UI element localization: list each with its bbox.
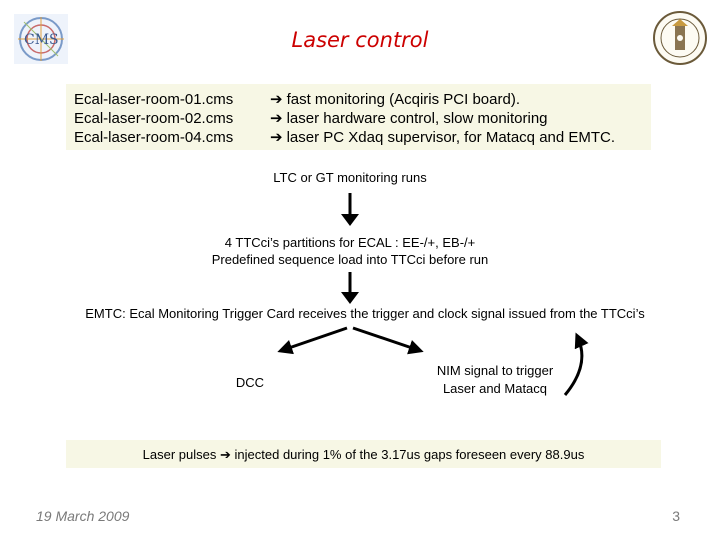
feedback-curved-arrow (563, 332, 589, 396)
emtc-desc: Ecal Monitoring Trigger Card receives th… (125, 306, 645, 321)
host-row: Ecal-laser-room-01.cms ➔fast monitoring (… (74, 90, 520, 108)
pulse-prefix: Laser pulses (142, 447, 217, 462)
ttc-partitions-label: 4 TTCci’s partitions for ECAL : EE-/+, E… (224, 235, 476, 250)
nim-label-line1: NIM signal to trigger (436, 363, 554, 378)
footer-date: 19 March 2009 (36, 508, 130, 524)
host-desc: laser hardware control, slow monitoring (286, 110, 548, 127)
host-row: Ecal-laser-room-04.cms ➔laser PC Xdaq sup… (74, 128, 615, 146)
page-number: 3 (672, 508, 680, 524)
right-arrow-icon: ➔ (270, 129, 283, 146)
host-desc: fast monitoring (Acqiris PCI board). (286, 91, 520, 108)
down-arrow-icon (341, 272, 359, 304)
host-row: Ecal-laser-room-02.cms ➔laser hardware co… (74, 109, 548, 127)
nim-label-line2: Laser and Matacq (442, 381, 548, 396)
right-arrow-icon: ➔ (270, 110, 283, 127)
host-desc: laser PC Xdaq supervisor, for Matacq and… (286, 129, 616, 146)
hosts-box (66, 84, 651, 150)
right-arrow-icon: ➔ (270, 91, 283, 108)
down-arrow-icon (341, 193, 359, 226)
pulse-text: Laser pulses ➔ injected during 1% of the… (66, 447, 661, 463)
emtc-bold: EMTC: (85, 306, 126, 321)
dcc-label: DCC (235, 375, 265, 390)
slide-title: Laser control (291, 28, 429, 52)
host-name: Ecal-laser-room-04.cms (74, 129, 234, 146)
cms-logo: CMS (14, 14, 68, 64)
emtc-label: EMTC: Ecal Monitoring Trigger Card recei… (10, 306, 720, 321)
ltc-label: LTC or GT monitoring runs (273, 170, 427, 185)
university-seal (653, 11, 707, 65)
host-name: Ecal-laser-room-01.cms (74, 91, 234, 108)
split-arrow-left (277, 326, 348, 355)
host-name: Ecal-laser-room-02.cms (74, 110, 234, 127)
ttc-sequence-label: Predefined sequence load into TTCci befo… (211, 252, 489, 267)
svg-text:CMS: CMS (24, 32, 59, 48)
pulse-box (66, 440, 661, 468)
right-arrow-icon: ➔ (220, 447, 231, 462)
pulse-desc: injected during 1% of the 3.17us gaps fo… (234, 447, 585, 462)
split-arrow-right (352, 326, 424, 355)
